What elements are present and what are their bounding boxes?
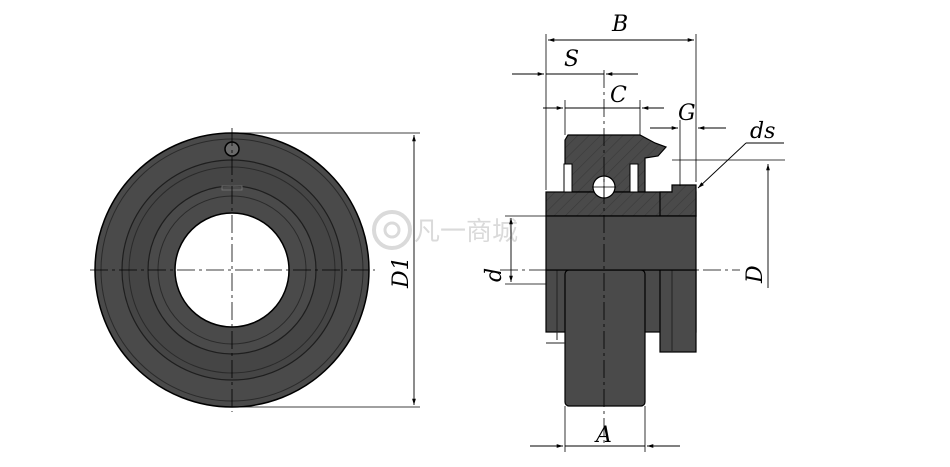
watermark-text: 凡一商城	[414, 217, 518, 247]
label-g: G	[678, 101, 696, 126]
outer-ring-lower	[564, 269, 646, 407]
shield-right	[629, 163, 639, 193]
watermark: 凡一商城	[372, 210, 518, 250]
front-view: D1	[90, 128, 420, 412]
side-view	[500, 70, 740, 445]
label-s: S	[564, 47, 579, 72]
collar-section	[659, 184, 697, 217]
shield-left	[563, 163, 573, 193]
label-big-d: D	[743, 265, 768, 284]
outer-ring-section	[564, 134, 668, 193]
inner-ring-body	[545, 215, 697, 271]
label-c: C	[610, 83, 627, 108]
label-a: A	[594, 423, 612, 448]
watermark-logo-inner	[383, 221, 401, 239]
collar-lower	[659, 269, 697, 353]
watermark-logo-icon	[372, 210, 412, 250]
label-ds: ds	[750, 119, 775, 144]
label-b: B	[611, 12, 628, 37]
ds-leader-line	[697, 142, 747, 189]
label-d: d	[482, 268, 507, 282]
label-d1: D1	[389, 256, 414, 289]
side-dimensions: B S C G ds d D	[482, 12, 785, 452]
